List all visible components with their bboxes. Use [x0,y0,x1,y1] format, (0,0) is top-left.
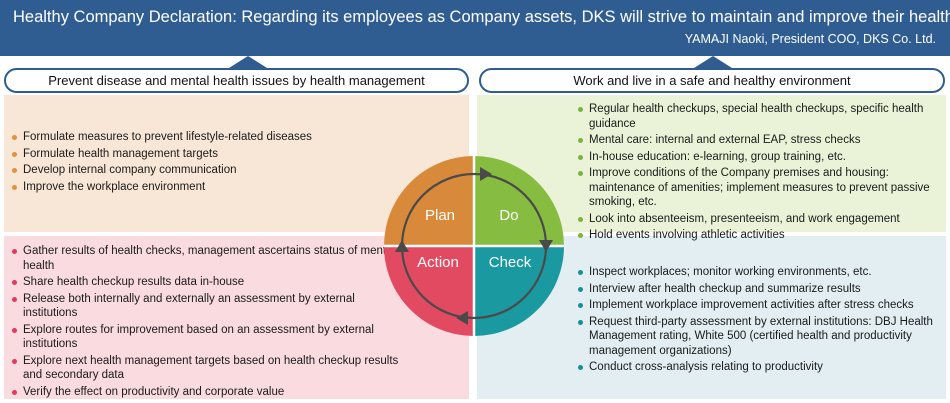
bullet-icon [578,154,583,160]
bullet-icon [578,171,583,176]
bullet-icon [578,365,583,370]
bullet-icon [12,296,17,302]
bullet-icon [12,249,17,254]
action-item: Verify the effect on productivity and co… [12,385,410,400]
action-label: Action [417,254,459,271]
bullet-icon [12,389,17,395]
check-item: Implement workplace improvement activiti… [578,298,943,313]
do-item: In-house education: e-learning, group tr… [578,150,943,165]
do-item: Improve conditions of the Company premis… [578,166,943,210]
action-item: Share health checkup results data in-hou… [12,275,410,290]
bullet-icon [12,184,17,190]
left-heading: Prevent disease and mental health issues… [4,68,469,93]
check-item: Interview after health checkup and summa… [578,282,943,297]
bullet-icon [578,270,583,275]
bullet-icon [12,327,17,333]
declaration-banner: Healthy Company Declaration: Regarding i… [0,0,950,56]
do-item: Hold events involving athletic activitie… [578,228,943,243]
bullet-icon [578,138,583,143]
do-list: Regular health checkups, special health … [578,102,943,245]
plan-panel [4,95,469,232]
bullet-icon [578,303,583,308]
plan-quadrant [384,156,474,246]
action-item: Explore next health management targets b… [12,354,410,383]
bullet-icon [578,319,583,325]
plan-label: Plan [425,207,455,224]
action-list: Gather results of health checks, managem… [12,244,410,401]
arrow-head-icon [395,240,409,252]
plan-item: Improve the workplace environment [12,180,432,195]
left-pointer-arrow [229,56,267,68]
bullet-icon [12,135,17,140]
check-item: Request third-party assessment by extern… [578,315,943,359]
bullet-icon [12,358,17,364]
do-quadrant [474,156,564,246]
do-item: Mental care: internal and external EAP, … [578,133,943,148]
plan-list: Formulate measures to prevent lifestyle-… [12,130,432,196]
right-heading: Work and live in a safe and healthy envi… [479,68,945,93]
arrow-head-icon [456,311,468,325]
plan-item: Develop internal company communication [12,163,432,178]
bullet-icon [578,233,583,238]
bullet-icon [12,168,17,173]
do-item: Regular health checkups, special health … [578,102,943,131]
check-item: Inspect workplaces; monitor working envi… [578,265,943,280]
action-item: Release both internally and externally a… [12,292,410,321]
plan-item: Formulate health management targets [12,147,432,162]
bullet-icon [578,216,583,222]
bullet-icon [578,286,583,292]
pdca-cycle: Plan Do Action Check [384,156,564,336]
check-list: Inspect workplaces; monitor working envi… [578,265,943,377]
bullet-icon [12,280,17,285]
arrow-head-icon [480,167,492,181]
action-item: Explore routes for improvement based on … [12,323,410,352]
action-item: Gather results of health checks, managem… [12,244,410,273]
president-signature: YAMAJI Naoki, President COO, DKS Co. Ltd… [684,32,936,46]
declaration-title: Healthy Company Declaration: Regarding i… [13,8,950,26]
check-label: Check [489,254,532,271]
do-label: Do [499,207,518,224]
right-pointer-arrow [694,56,732,68]
arrow-head-icon [539,240,553,252]
plan-item: Formulate measures to prevent lifestyle-… [12,130,432,145]
bullet-icon [578,107,583,112]
bullet-icon [12,151,17,157]
check-item: Conduct cross-analysis relating to produ… [578,360,943,375]
do-item: Look into absenteeism, presenteeism, and… [578,212,943,227]
